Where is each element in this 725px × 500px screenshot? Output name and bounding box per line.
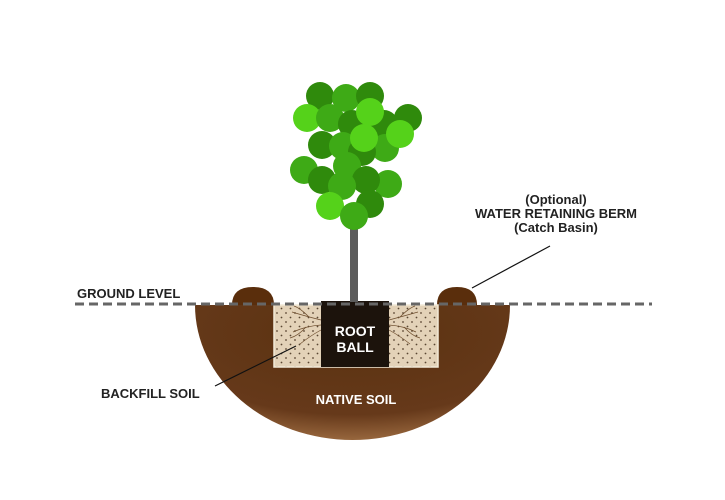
ground-level-label: GROUND LEVEL — [77, 286, 180, 301]
backfill-soil-label: BACKFILL SOIL — [101, 386, 200, 401]
root-ball — [321, 301, 389, 367]
berm-label-title: WATER RETAINING BERM — [475, 206, 637, 221]
berm-label-catch-basin: (Catch Basin) — [514, 220, 598, 235]
root-ball-label-line1: ROOT — [335, 323, 376, 339]
native-soil-label: NATIVE SOIL — [316, 392, 397, 407]
tree-canopy — [290, 82, 422, 230]
backfill-leader-line — [214, 345, 297, 387]
berm-label-optional: (Optional) — [525, 192, 586, 207]
roots-left — [289, 305, 322, 345]
berm-leader-line — [471, 245, 551, 289]
roots-right — [388, 305, 421, 345]
root-ball-label-line2: BALL — [336, 339, 374, 355]
berm-left — [232, 287, 274, 305]
berm-right — [437, 287, 477, 305]
tree-trunk — [350, 210, 358, 302]
